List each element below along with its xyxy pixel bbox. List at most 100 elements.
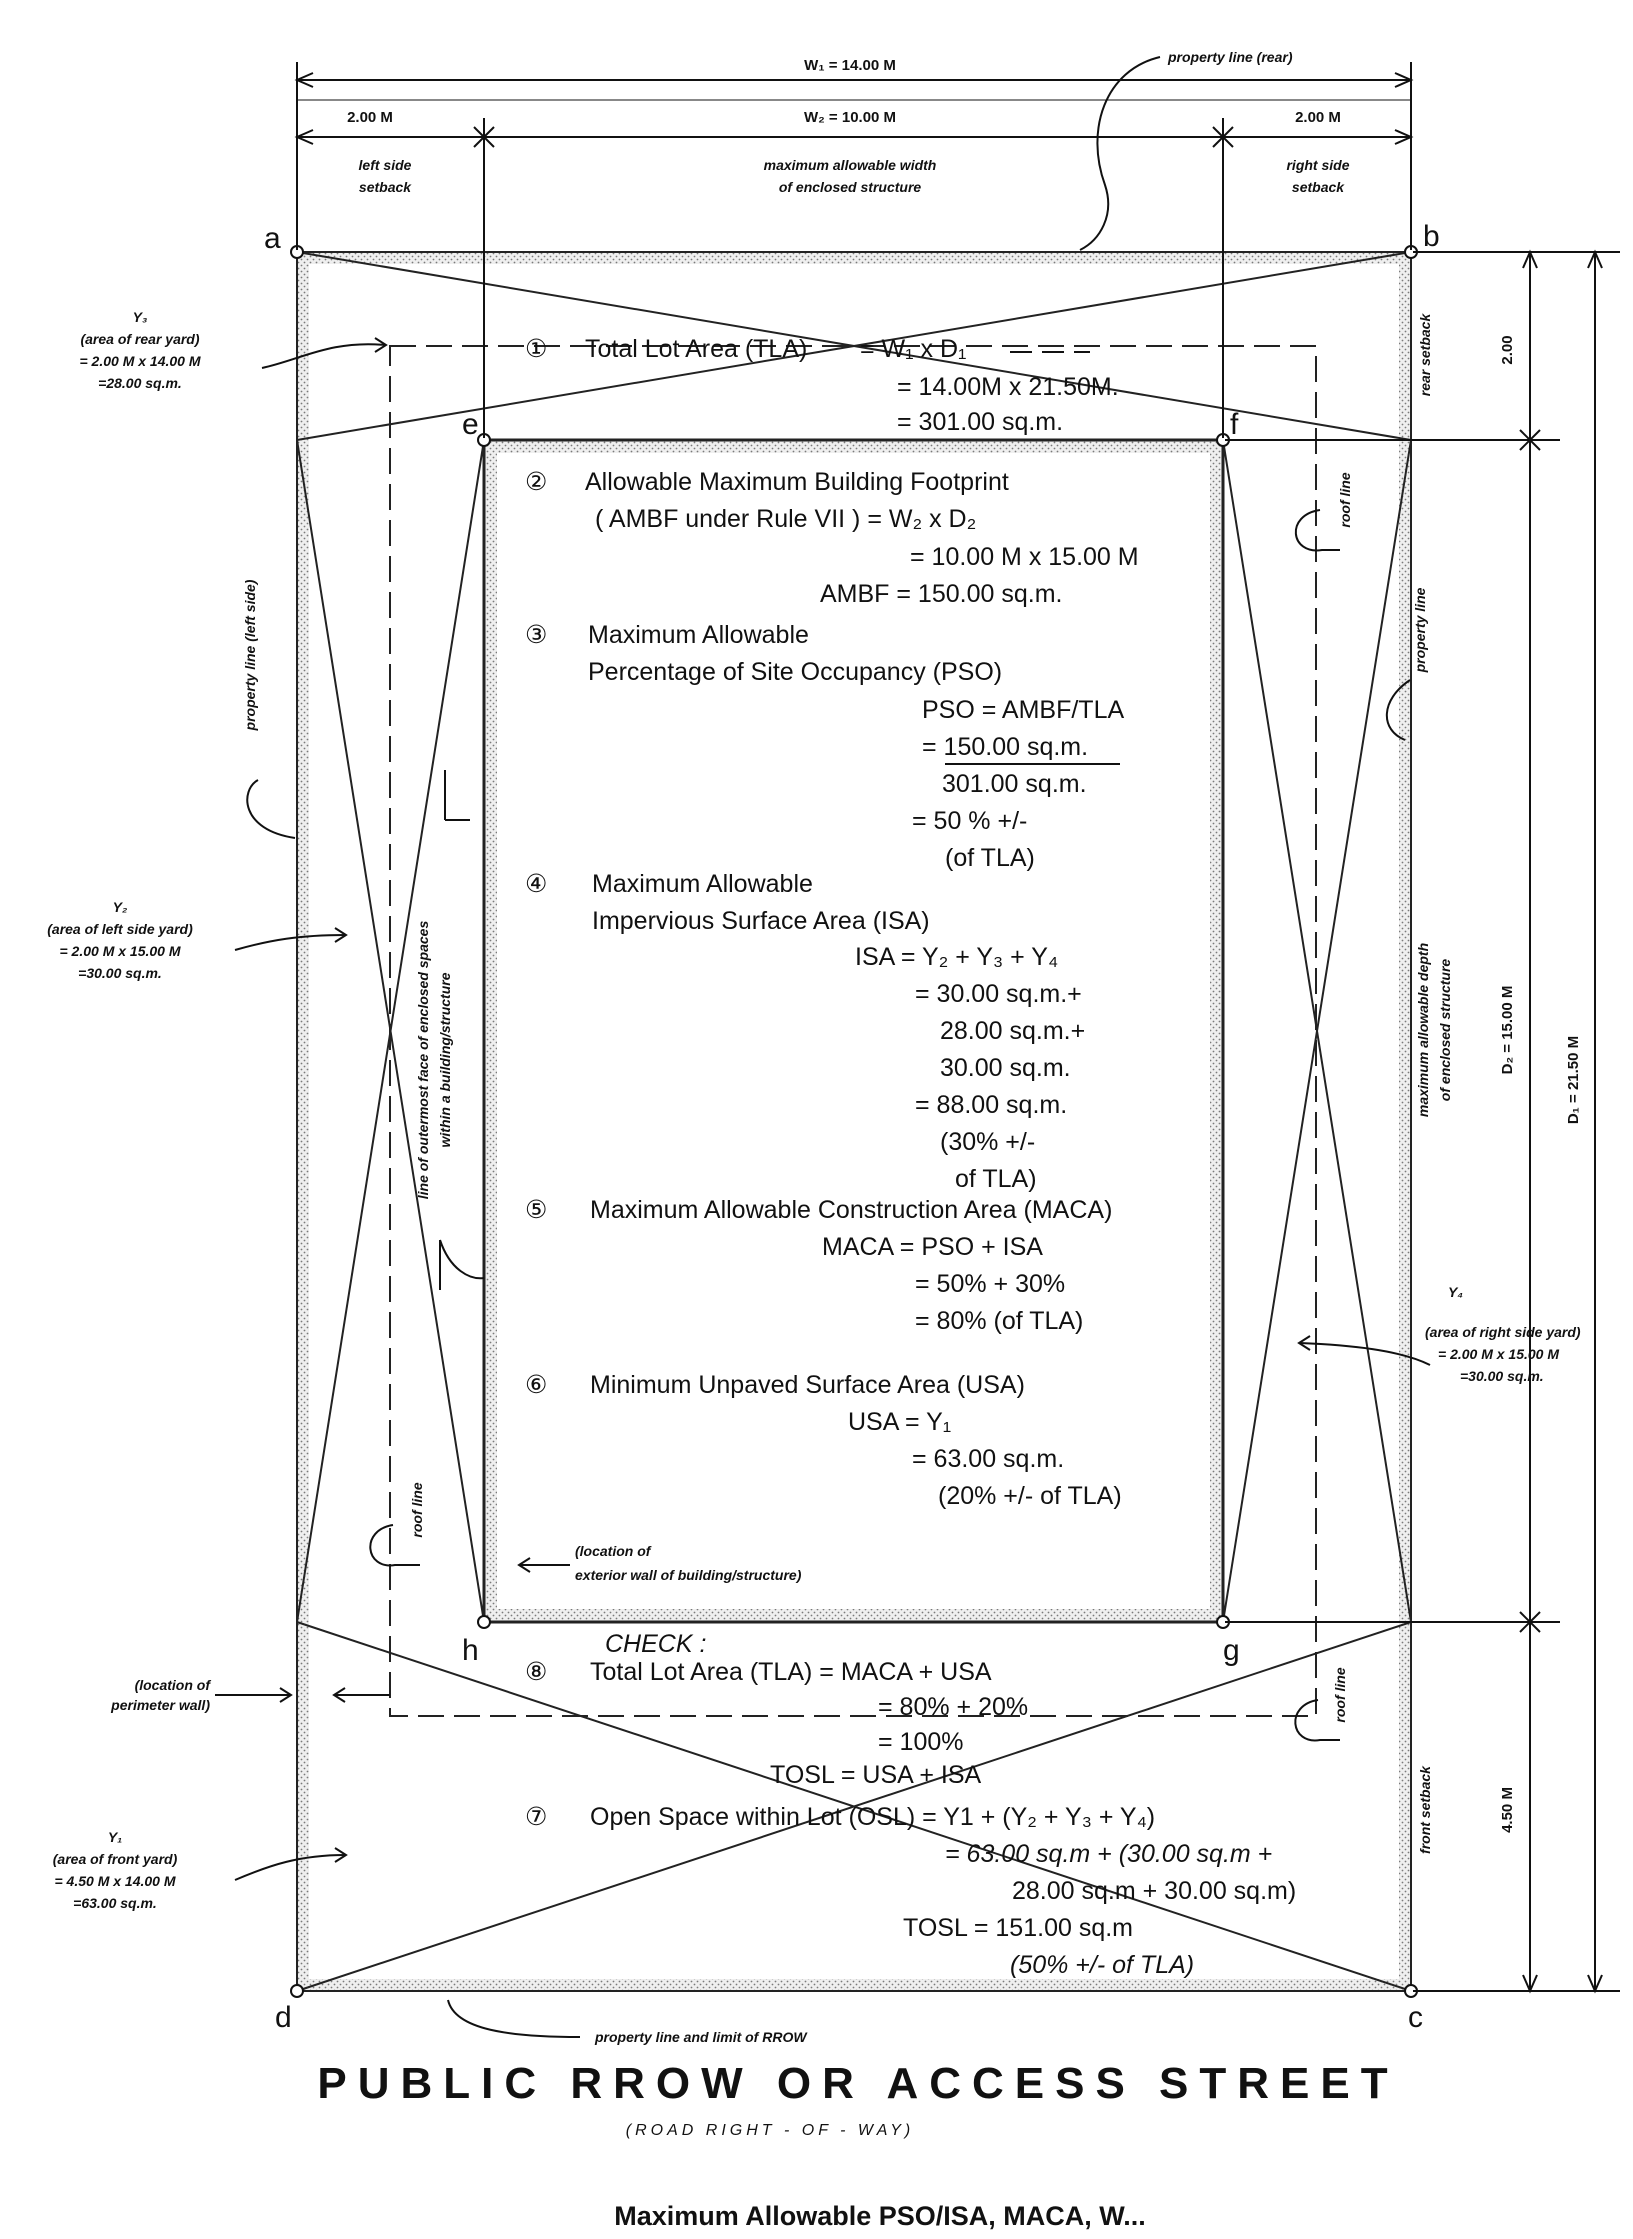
roof-line-hook-top (1294, 509, 1340, 552)
svg-text:28.00 sq.m.+: 28.00 sq.m.+ (940, 1017, 1085, 1045)
svg-text:= 63.00 sq.m + (30.00 sq.m +: = 63.00 sq.m + (30.00 sq.m + (945, 1840, 1272, 1868)
y1-leader (234, 1854, 346, 1881)
svg-text:( AMBF under Rule VII ) = W₂ x: ( AMBF under Rule VII ) = W₂ x D₂ (595, 505, 976, 533)
svg-text:(20% +/- of TLA): (20% +/- of TLA) (938, 1482, 1122, 1510)
svg-text:= 80% (of TLA): = 80% (of TLA) (915, 1307, 1083, 1335)
svg-text:③: ③ (525, 621, 547, 649)
w2-dimension: W₂ = 10.00 M (804, 109, 896, 126)
svg-text:Y₁: Y₁ (108, 1829, 122, 1845)
d1-dimension: D₁ = 21.50 M (1565, 1036, 1582, 1124)
left-setback-label-2: setback (359, 179, 412, 195)
svg-text:Y₄: Y₄ (1448, 1284, 1463, 1300)
front-setback-label: front setback (1417, 1765, 1433, 1854)
y4-leader (1299, 1342, 1431, 1366)
svg-text:USA = Y₁: USA = Y₁ (848, 1408, 951, 1436)
calc-ambf: ② Allowable Maximum Building Footprint (… (525, 468, 1139, 608)
corner-label-f: f (1230, 408, 1239, 441)
svg-text:(location of: (location of (135, 1677, 212, 1693)
svg-text:⑥: ⑥ (525, 1371, 547, 1399)
calc-check: CHECK : ⑧ Total Lot Area (TLA) = MACA + … (525, 1630, 1028, 1756)
svg-text:AMBF = 150.00 sq.m.: AMBF = 150.00 sq.m. (820, 580, 1062, 608)
figure-caption: Maximum Allowable PSO/ISA, MACA, W... (614, 2201, 1146, 2231)
svg-text:= 2.00 M x 15.00 M: = 2.00 M x 15.00 M (59, 943, 180, 959)
svg-text:= 2.00 M x 14.00 M: = 2.00 M x 14.00 M (79, 353, 200, 369)
bottom-property-line-leader (447, 1999, 581, 2038)
street-title: PUBLIC RROW OR ACCESS STREET (317, 2059, 1398, 2108)
rear-setback-dimension: 2.00 (1499, 335, 1516, 364)
perimeter-wall-note: (location of perimeter wall) (110, 1677, 211, 1713)
svg-text:CHECK :: CHECK : (605, 1630, 706, 1658)
property-line-rear-label: property line (rear) (1167, 49, 1293, 65)
svg-text:④: ④ (525, 870, 547, 898)
corner-label-b: b (1423, 220, 1440, 253)
svg-text:= 10.00 M x 15.00 M: = 10.00 M x 15.00 M (910, 543, 1139, 571)
property-line-left-leader (246, 779, 296, 839)
d2-dimension: D₂ = 15.00 M (1499, 986, 1516, 1075)
left-setback-dimension: 2.00 M (347, 109, 393, 126)
y3-note: Y₃ (area of rear yard) = 2.00 M x 14.00 … (79, 309, 200, 391)
corner-label-c: c (1408, 2001, 1423, 2034)
svg-text:(location of: (location of (575, 1543, 652, 1559)
svg-text:Maximum Allowable Construction: Maximum Allowable Construction Area (MAC… (590, 1196, 1112, 1224)
svg-text:PSO = AMBF/TLA: PSO = AMBF/TLA (922, 696, 1124, 724)
svg-text:30.00 sq.m.: 30.00 sq.m. (940, 1054, 1071, 1082)
right-setback-label-1: right side (1286, 157, 1349, 173)
corner-label-e: e (462, 408, 479, 441)
svg-text:= 4.50 M x 14.00 M: = 4.50 M x 14.00 M (54, 1873, 175, 1889)
svg-text:Minimum Unpaved Surface Area (: Minimum Unpaved Surface Area (USA) (590, 1371, 1025, 1399)
svg-text:①: ① (525, 335, 547, 363)
roof-line-label-top: roof line (1337, 472, 1353, 527)
svg-text:= W₁ x D₁: = W₁ x D₁ (860, 335, 966, 363)
svg-text:ISA = Y₂ + Y₃ + Y₄: ISA = Y₂ + Y₃ + Y₄ (855, 943, 1058, 971)
svg-text:= 14.00M x 21.50M.: = 14.00M x 21.50M. (897, 373, 1119, 401)
svg-text:28.00 sq.m + 30.00 sq.m): 28.00 sq.m + 30.00 sq.m) (1012, 1877, 1296, 1905)
y4-note: Y₄ (area of right side yard) = 2.00 M x … (1425, 1284, 1581, 1384)
calc-pso: ③ Maximum Allowable Percentage of Site O… (525, 621, 1124, 872)
svg-text:TOSL = USA + ISA: TOSL = USA + ISA (770, 1761, 982, 1789)
svg-text:=30.00 sq.m.: =30.00 sq.m. (78, 965, 162, 981)
top-dimension-lines (294, 62, 1414, 438)
svg-text:Maximum Allowable: Maximum Allowable (588, 621, 809, 649)
svg-text:= 30.00 sq.m.+: = 30.00 sq.m.+ (915, 980, 1082, 1008)
svg-text:= 63.00 sq.m.: = 63.00 sq.m. (912, 1445, 1064, 1473)
svg-text:= 100%: = 100% (878, 1728, 964, 1756)
corner-label-h: h (462, 1634, 479, 1667)
y2-leader (234, 934, 346, 951)
svg-text:301.00 sq.m.: 301.00 sq.m. (942, 770, 1087, 798)
calc-osl: TOSL = USA + ISA ⑦ Open Space within Lot… (525, 1761, 1296, 1979)
svg-text:MACA = PSO + ISA: MACA = PSO + ISA (822, 1233, 1043, 1261)
svg-text:= 88.00 sq.m.: = 88.00 sq.m. (915, 1091, 1067, 1119)
perimeter-wall-arrows (215, 1687, 390, 1703)
y3-arrowhead (374, 337, 388, 353)
svg-text:Total Lot Area (TLA) = MACA +: Total Lot Area (TLA) = MACA + USA (590, 1658, 992, 1686)
bottom-property-line-label: property line and limit of RROW (594, 2029, 808, 2045)
svg-text:②: ② (525, 468, 547, 496)
property-line-rear-leader (1079, 56, 1161, 251)
svg-text:⑧: ⑧ (525, 1658, 547, 1686)
property-line-right-label: property line (1412, 587, 1428, 673)
outermost-face-label-2: within a building/structure (437, 972, 453, 1147)
svg-text:= 50 % +/-: = 50 % +/- (912, 807, 1027, 835)
street-subtitle: (ROAD RIGHT - OF - WAY) (626, 2122, 914, 2139)
right-setback-dimension: 2.00 M (1295, 109, 1341, 126)
svg-text:= 50% + 30%: = 50% + 30% (915, 1270, 1065, 1298)
corner-label-a: a (264, 222, 281, 255)
svg-text:Impervious Surface Area (ISA): Impervious Surface Area (ISA) (592, 907, 930, 935)
svg-text:= 301.00 sq.m.: = 301.00 sq.m. (897, 408, 1063, 436)
svg-text:= 80% + 20%: = 80% + 20% (878, 1693, 1028, 1721)
calc-isa: ④ Maximum Allowable Impervious Surface A… (525, 870, 1085, 1193)
right-dimension-lines (1225, 249, 1620, 1994)
svg-text:exterior wall of building/stru: exterior wall of building/structure) (575, 1567, 802, 1583)
calc-tla: ① Total Lot Area (TLA) = W₁ x D₁ = 14.00… (525, 335, 1119, 436)
property-line-left-label: property line (left side) (242, 579, 258, 731)
svg-text:Total Lot Area (TLA): Total Lot Area (TLA) (585, 335, 807, 363)
svg-text:Y₃: Y₃ (133, 309, 148, 325)
svg-text:Maximum Allowable: Maximum Allowable (592, 870, 813, 898)
max-width-label-2: of enclosed structure (779, 179, 922, 195)
svg-text:of TLA): of TLA) (955, 1165, 1037, 1193)
y1-note: Y₁ (area of front yard) = 4.50 M x 14.00… (53, 1829, 178, 1911)
y2-arrowhead (334, 927, 348, 943)
svg-text:(30% +/-: (30% +/- (940, 1128, 1035, 1156)
roof-line-hook-left (369, 1524, 420, 1567)
